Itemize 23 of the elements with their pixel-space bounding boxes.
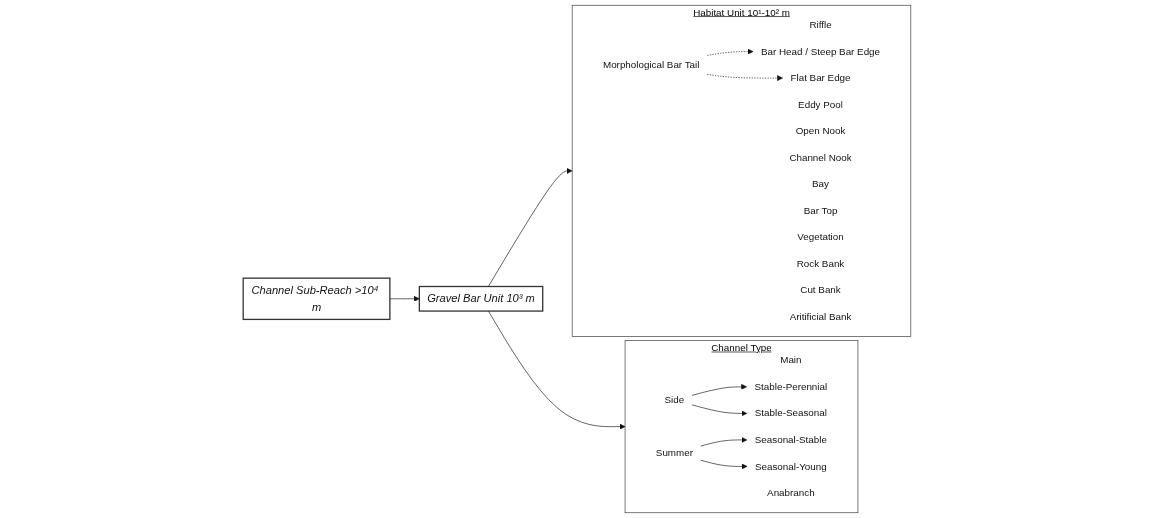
node-text: Bay: [812, 178, 829, 190]
node-box: Channel Sub-Reach >10⁴ m: [242, 277, 391, 321]
node-text: Stable-Perennial: [754, 380, 828, 392]
node-text: Eddy Pool: [798, 98, 843, 110]
node-text: Morphological Bar Tail: [602, 58, 700, 70]
node-text: Seasonal-Young: [754, 460, 827, 472]
node-text: Vegetation: [797, 231, 844, 243]
node-text: Open Nook: [795, 125, 846, 137]
node-text: Summer: [655, 447, 693, 459]
node-text: Seasonal-Stable: [754, 433, 827, 445]
node-text: Channel Nook: [789, 151, 852, 163]
node-text: Aritificial Bank: [789, 310, 852, 322]
node-text: Anabranch: [767, 486, 815, 499]
node-text: Bar Head / Steep Bar Edge: [760, 45, 881, 57]
node-box: Gravel Bar Unit 10³ m: [418, 285, 544, 312]
node-text: Cut Bank: [800, 284, 841, 296]
node-text: Main: [780, 354, 802, 366]
node-text: Side: [664, 394, 685, 406]
node-text: Riffle: [809, 18, 832, 31]
node-text: Bar Top: [803, 204, 838, 216]
node-text: Stable-Seasonal: [754, 407, 827, 419]
node-text: Rock Bank: [796, 257, 845, 269]
node-text: Flat Bar Edge: [790, 72, 851, 84]
